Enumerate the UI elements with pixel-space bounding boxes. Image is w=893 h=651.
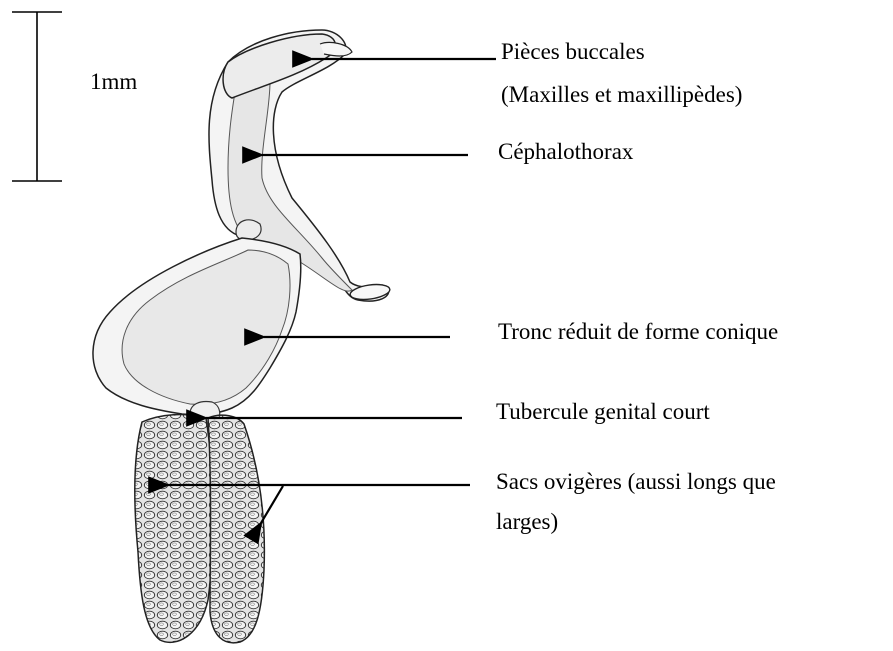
scale-label: 1mm [90,67,137,96]
label-tronc: Tronc réduit de forme conique [498,317,778,346]
label-cephalothorax: Céphalothorax [498,137,633,166]
egg-sac-right [208,415,264,643]
scale-bar [12,12,62,181]
label-sacs-ovigeres-cont: larges) [496,507,558,536]
label-sacs-ovigeres: Sacs ovigères (aussi longs que [496,467,776,496]
label-tubercule: Tubercule genital court [496,397,710,426]
arrow-sacs-right [261,486,283,523]
trunk-inner [122,250,290,404]
egg-sac-left [135,415,213,643]
label-pieces-buccales: Pièces buccales [501,37,645,66]
label-pieces-buccales-detail: (Maxilles et maxillipèdes) [501,80,742,109]
